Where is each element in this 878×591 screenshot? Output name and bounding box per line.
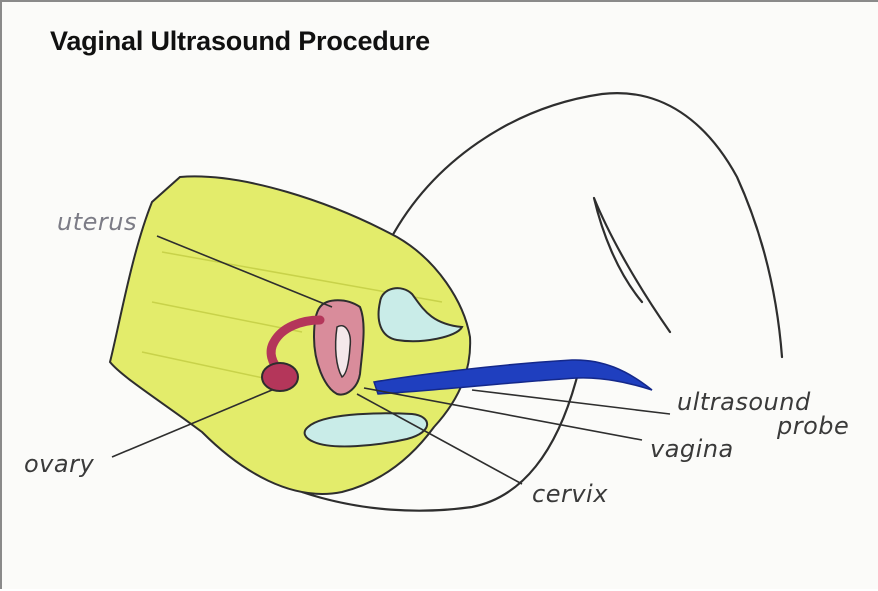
ovary bbox=[262, 363, 298, 391]
label-vagina: vagina bbox=[650, 435, 734, 463]
label-uterus: uterus bbox=[57, 208, 137, 236]
leader-probe bbox=[472, 390, 670, 414]
label-ovary: ovary bbox=[24, 450, 94, 478]
label-cervix: cervix bbox=[532, 480, 608, 508]
label-probe-line2: probe bbox=[776, 412, 849, 440]
